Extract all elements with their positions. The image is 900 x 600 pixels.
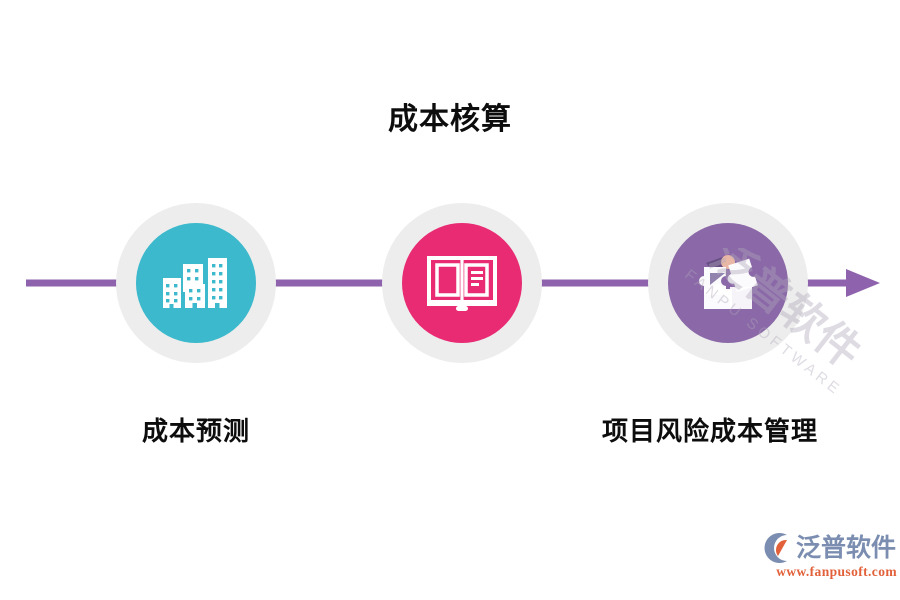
caption-cost-forecast: 成本预测: [141, 416, 250, 446]
puzzle-pieces-icon: [699, 255, 758, 309]
arrowhead-icon: [846, 269, 880, 297]
timeline-node-cost-forecast[interactable]: [116, 203, 276, 363]
brand-logo[interactable]: 泛普软件 www.fanpusoft.com: [757, 533, 897, 589]
brand-name: 泛普软件: [796, 534, 897, 562]
buildings-icon: [163, 258, 227, 308]
fanpu-swoosh-logo-icon: [764, 533, 787, 563]
timeline-node-project-risk-cost-management[interactable]: [648, 203, 808, 363]
open-book-icon: [427, 256, 497, 311]
timeline-node-cost-accounting[interactable]: [382, 203, 542, 363]
node-circle: [136, 223, 256, 343]
node-circle: [402, 223, 522, 343]
page-title: 成本核算: [388, 103, 512, 136]
brand-url: www.fanpusoft.com: [776, 564, 897, 579]
caption-project-risk-cost-management: 项目风险成本管理: [601, 416, 818, 446]
node-circle: [668, 223, 788, 343]
brand-row: 泛普软件: [757, 533, 897, 563]
